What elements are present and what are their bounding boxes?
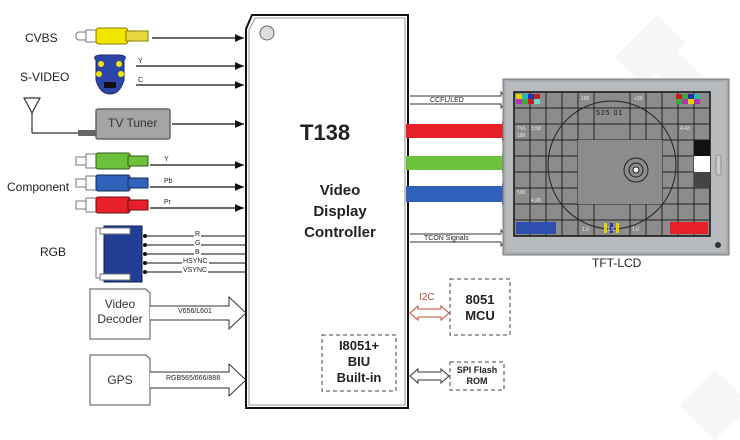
biu-box bbox=[321, 334, 397, 392]
gps-label: GPS bbox=[107, 373, 133, 387]
chip-line1: Video bbox=[319, 182, 361, 199]
t138-chip-outline bbox=[245, 14, 409, 409]
rgb-signal-hsync: HSYNC bbox=[182, 258, 209, 265]
rgb-signal-vsync: VSYNC bbox=[182, 267, 209, 274]
component-y-label: Y bbox=[164, 156, 169, 163]
tft-lcd-label: TFT-LCD bbox=[592, 256, 642, 270]
antenna-icon bbox=[23, 97, 96, 136]
spi-line1: SPI Flash bbox=[456, 365, 498, 375]
cvbs-label: CVBS bbox=[25, 31, 58, 45]
tv-tuner-box bbox=[95, 108, 171, 140]
red-output-arrow bbox=[406, 121, 508, 141]
chip-name: T138 bbox=[300, 120, 351, 145]
lcd-text-52501: 525 01 bbox=[596, 110, 624, 117]
lcd-text-358: 3.58 bbox=[531, 126, 541, 132]
rgb-label: RGB bbox=[40, 245, 67, 259]
lcd-text-100: 100 bbox=[581, 96, 590, 102]
video-decoder-line1: Video bbox=[104, 297, 136, 311]
component-pr-label: Pr bbox=[164, 199, 171, 206]
svideo-connector-icon bbox=[94, 54, 126, 95]
spi-flash-box bbox=[449, 361, 505, 391]
component-pr-connector-icon bbox=[75, 196, 149, 214]
cvbs-connector-icon bbox=[75, 27, 149, 45]
lcd-text-428: 4.28 bbox=[531, 198, 541, 204]
lcd-text-500: 500 bbox=[517, 190, 526, 196]
chip-description: Video Display Controller bbox=[290, 180, 390, 243]
gps-bus-label: RGB565/666/888 bbox=[166, 375, 221, 382]
mcu-label: 8051 MCU bbox=[450, 292, 510, 324]
mcu-line2: MCU bbox=[465, 308, 495, 323]
component-y-connector-icon bbox=[75, 152, 149, 170]
lcd-text-tvl-100: 100 bbox=[517, 133, 526, 139]
blue-output-arrow bbox=[406, 183, 508, 205]
rgb-signal-g: G bbox=[194, 240, 202, 247]
i2c-bidir-arrow bbox=[409, 304, 450, 322]
component-pb-label: Pb bbox=[164, 178, 173, 185]
diagram-canvas bbox=[23, 14, 730, 409]
lcd-text-10a: 1.0 bbox=[582, 227, 589, 233]
spi-bidir-arrow bbox=[409, 367, 450, 385]
mcu-box bbox=[449, 278, 511, 336]
pin1-marker bbox=[259, 25, 275, 41]
video-decoder-line2: Decoder bbox=[97, 312, 143, 326]
component-label: Component bbox=[7, 180, 70, 194]
spi-flash-label: SPI Flash ROM bbox=[450, 365, 504, 387]
tft-lcd-panel bbox=[502, 78, 730, 256]
ccfl-label: CCFL/LED bbox=[430, 97, 464, 104]
chip-line3: Controller bbox=[304, 224, 376, 241]
lcd-text-10b: 1.0 bbox=[632, 227, 639, 233]
spi-line2: ROM bbox=[466, 376, 488, 386]
lcd-text-443: 4.43 bbox=[680, 126, 690, 132]
mcu-line1: 8051 bbox=[465, 292, 495, 307]
svideo-y-label: Y bbox=[138, 58, 143, 65]
lcd-text-15: 1.5 bbox=[607, 227, 614, 233]
video-decoder-label: Video Decoder bbox=[90, 297, 150, 327]
biu-line3: Built-in bbox=[336, 370, 382, 385]
biu-line2: BIU bbox=[347, 354, 371, 369]
biu-label: I8051+ BIU Built-in bbox=[322, 338, 396, 386]
video-decoder-bus-label: V656/L601 bbox=[178, 308, 212, 315]
rgb-signal-b: B bbox=[194, 249, 201, 256]
biu-line1: I8051+ bbox=[338, 338, 380, 353]
rgb-signal-r: R bbox=[194, 231, 202, 238]
tv-tuner-label: TV Tuner bbox=[108, 116, 158, 130]
green-output-arrow bbox=[406, 153, 508, 173]
i2c-label: I2C bbox=[419, 292, 435, 303]
chip-line2: Display bbox=[313, 203, 367, 220]
vga-connector-icon bbox=[95, 225, 143, 283]
component-pb-connector-icon bbox=[75, 174, 149, 192]
lcd-text-30: +30 bbox=[634, 96, 643, 102]
svideo-c-label: C bbox=[138, 77, 144, 84]
tcon-label: TCON Signals bbox=[424, 235, 469, 242]
lcd-text-tvl: TVL bbox=[517, 126, 527, 132]
svideo-label: S-VIDEO bbox=[20, 70, 70, 84]
